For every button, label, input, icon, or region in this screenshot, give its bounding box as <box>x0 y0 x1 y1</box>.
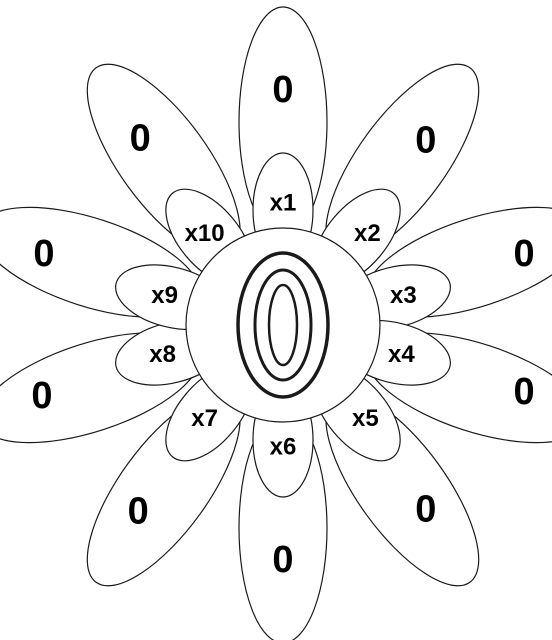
inner-petal-label: x7 <box>191 405 218 432</box>
outer-petal-label: 0 <box>514 233 535 275</box>
inner-petal-label: x5 <box>352 405 379 432</box>
inner-petal-label: x10 <box>185 220 225 247</box>
outer-petal-label: 0 <box>31 375 52 417</box>
outer-petal-label: 0 <box>130 117 151 159</box>
outer-petal-label: 0 <box>272 69 293 111</box>
outer-petal-label: 0 <box>415 119 436 161</box>
outer-petal-label: 0 <box>128 491 149 533</box>
inner-petal-label: x8 <box>149 341 176 368</box>
inner-petal-label: x6 <box>270 434 297 461</box>
flower-center <box>186 228 380 422</box>
outer-petal-label: 0 <box>272 539 293 581</box>
outer-petal-label: 0 <box>415 489 436 531</box>
outer-petal-label: 0 <box>33 233 54 275</box>
inner-petal-label: x3 <box>390 282 417 309</box>
inner-petal-label: x9 <box>151 282 178 309</box>
outer-petal-label: 0 <box>514 371 535 413</box>
inner-petal-label: x2 <box>354 220 381 247</box>
inner-petal-label: x4 <box>388 341 415 368</box>
inner-petal-label: x1 <box>270 190 297 217</box>
